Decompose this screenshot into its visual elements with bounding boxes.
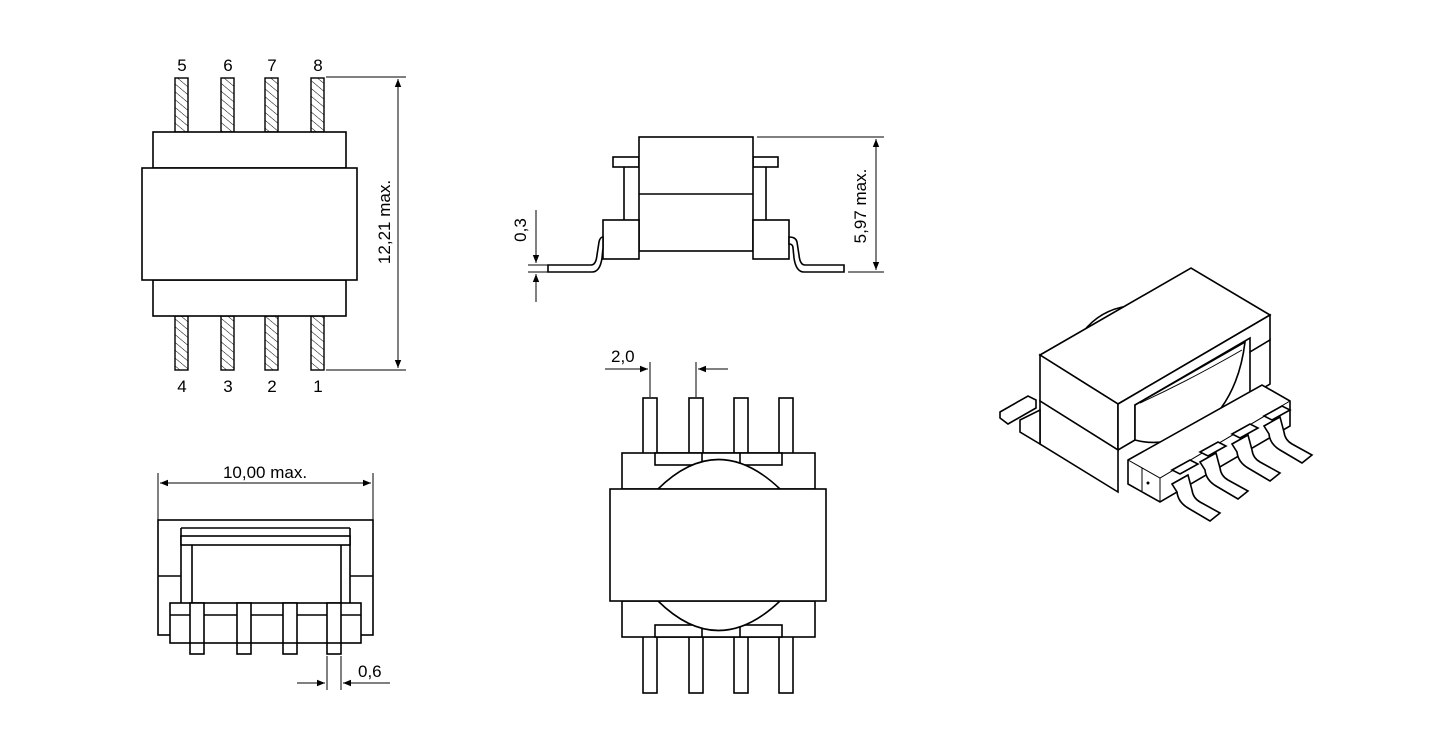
- pin-5-lead: [174, 77, 189, 133]
- top-view: 5 6 7 8 4 3 2 1 12,21 max.: [141, 56, 406, 396]
- pin-1-lead: [310, 315, 325, 371]
- offset-dimension-label: 0,3: [511, 218, 530, 242]
- side-lead-left: [547, 236, 604, 273]
- side-height-dimension-label: 5,97 max.: [851, 169, 870, 244]
- bottom-view: 2,0: [605, 347, 827, 694]
- end-view: 10,00 max. 0,6: [157, 463, 390, 690]
- pin-label-6: 6: [223, 56, 232, 75]
- width-dimension-label: 10,00 max.: [223, 463, 307, 482]
- core-body: [141, 167, 358, 281]
- pin-3-lead: [220, 315, 235, 371]
- pin-label-1: 1: [313, 377, 322, 396]
- side-view: 0,3 5,97 max.: [511, 136, 884, 302]
- pin-label-8: 8: [313, 56, 322, 75]
- bottom-core-body: [609, 488, 827, 602]
- pin-label-4: 4: [177, 377, 186, 396]
- pin-label-3: 3: [223, 377, 232, 396]
- isometric-view: [999, 267, 1314, 522]
- bobbin-flange-bottom: [152, 279, 347, 317]
- lead-width-dimension-label: 0,6: [358, 662, 382, 681]
- pin-label-7: 7: [267, 56, 276, 75]
- iso-lead-1: [1170, 473, 1222, 522]
- pin-6-lead: [220, 77, 235, 133]
- pin-4-lead: [174, 315, 189, 371]
- pin-8-lead: [310, 77, 325, 133]
- pin-7-lead: [264, 77, 279, 133]
- pin-label-2: 2: [267, 377, 276, 396]
- pin-2-lead: [264, 315, 279, 371]
- pin-pitch-dimension-label: 2,0: [611, 347, 635, 366]
- iso-lead-3: [1230, 433, 1282, 482]
- bobbin-flange-top: [152, 131, 347, 169]
- pin-label-5: 5: [177, 56, 186, 75]
- iso-lead-4: [1262, 415, 1314, 464]
- height-dimension-label: 12,21 max.: [375, 180, 394, 264]
- side-lead-right: [788, 236, 845, 273]
- iso-lead-2: [1198, 451, 1250, 500]
